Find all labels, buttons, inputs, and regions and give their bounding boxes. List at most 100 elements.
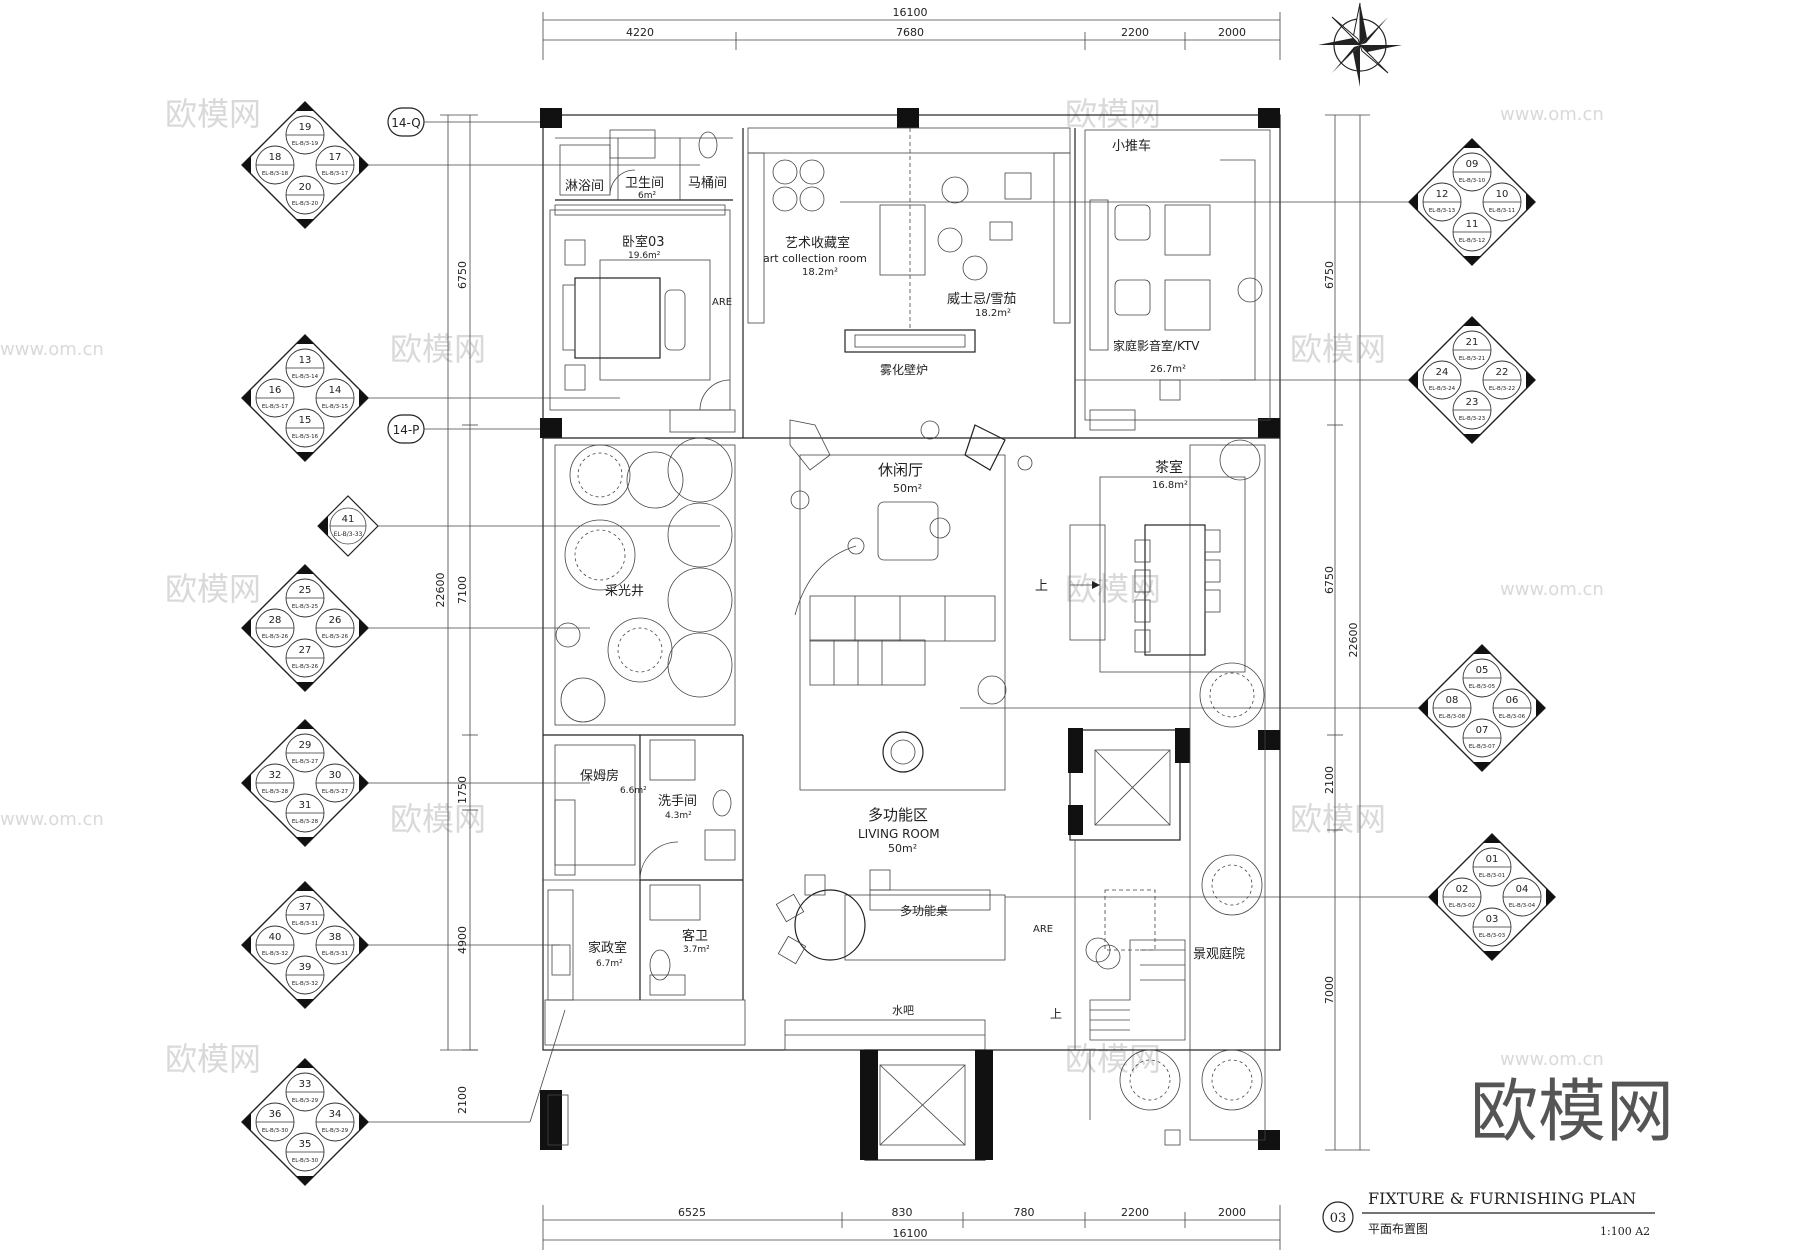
label-multi-table: 多功能桌: [900, 904, 948, 918]
index-number: 33: [299, 1079, 312, 1090]
label-living-area: 50m²: [888, 842, 917, 855]
index-ref: EL-B/3-29: [292, 1098, 319, 1104]
index-number: 13: [299, 355, 312, 366]
dim-left-2: 7100: [456, 576, 469, 604]
label-toilet-room: 马桶间: [688, 176, 727, 191]
index-ref: EL-B/3-26: [322, 634, 349, 640]
label-art-room-en: art collection room: [763, 252, 867, 265]
label-bar: 水吧: [892, 1004, 914, 1017]
dim-top-3: 2200: [1121, 26, 1149, 39]
watermark: 欧模网: [1065, 95, 1161, 133]
dim-left-3: 1750: [456, 776, 469, 804]
index-ref: EL-B/3-24: [1429, 386, 1456, 392]
index-number: 09: [1466, 159, 1479, 170]
index-ref: EL-B/3-17: [262, 404, 289, 410]
index-number: 32: [269, 770, 282, 781]
index-ref: EL-B/3-27: [292, 759, 319, 765]
label-art-room-area: 18.2m²: [802, 267, 838, 278]
dim-bottom-3: 780: [1014, 1206, 1035, 1219]
label-bedroom-area: 19.6m²: [628, 251, 661, 261]
label-whisky-area: 18.2m²: [975, 308, 1011, 319]
grid-axis-14-q: 14-Q: [387, 107, 543, 137]
index-ref: EL-B/3-20: [292, 201, 319, 207]
dim-right-4: 7000: [1323, 976, 1336, 1004]
index-ref: EL-B/3-10: [1459, 178, 1486, 184]
index-ref: EL-B/3-02: [1449, 903, 1475, 909]
dim-right-total: 22600: [1347, 623, 1360, 658]
title-scale: 1:100 A2: [1600, 1225, 1650, 1238]
watermark: 欧模网: [390, 800, 486, 838]
label-up-tea: 上: [1035, 579, 1048, 594]
watermark: 欧模网: [1290, 330, 1386, 368]
label-lightwell: 采光井: [605, 584, 644, 599]
elevator-right: [1068, 728, 1190, 841]
label-washroom-area: 4.3m²: [665, 811, 692, 821]
title-number: 03: [1330, 1211, 1347, 1226]
label-lounge-area: 50m²: [893, 482, 922, 495]
index-number: 17: [329, 152, 342, 163]
label-living: 多功能区: [868, 806, 928, 824]
index-number: 37: [299, 902, 312, 913]
index-ref: EL-B/3-18: [262, 171, 289, 177]
dim-bottom-total: 16100: [893, 1227, 928, 1240]
index-41-number: 41: [342, 514, 355, 525]
title-subtitle: 平面布置图: [1368, 1222, 1428, 1236]
index-number: 11: [1466, 219, 1479, 230]
index-number: 04: [1516, 884, 1529, 895]
index-ref: EL-B/3-06: [1499, 714, 1526, 720]
dim-top-2: 7680: [896, 26, 924, 39]
title-text: FIXTURE & FURNISHING PLAN: [1368, 1189, 1636, 1208]
index-ref: EL-B/3-15: [322, 404, 349, 410]
index-ref: EL-B/3-13: [1429, 208, 1456, 214]
watermark: 欧模网: [1065, 1040, 1161, 1078]
index-symbol: 19EL-B/3-1918EL-B/3-1817EL-B/3-1720EL-B/…: [241, 101, 369, 229]
dim-bottom-1: 6525: [678, 1206, 706, 1219]
watermark-url: www.om.cn: [0, 809, 104, 830]
index-number: 06: [1506, 695, 1519, 706]
elevator-bottom: [860, 1049, 993, 1161]
lounge-furniture: [789, 419, 1033, 791]
label-cart: 小推车: [1112, 138, 1151, 154]
index-number: 07: [1476, 725, 1489, 736]
index-number: 23: [1466, 397, 1479, 408]
index-symbols: 19EL-B/3-1918EL-B/3-1817EL-B/3-1720EL-B/…: [241, 101, 1556, 1186]
dim-bottom-2: 830: [892, 1206, 913, 1219]
label-bathroom: 卫生间: [625, 176, 664, 191]
stair-garden: [1074, 439, 1266, 1146]
watermark-url: www.om.cn: [1500, 1049, 1604, 1070]
index-number: 28: [269, 615, 282, 626]
index-number: 22: [1496, 367, 1509, 378]
index-number: 38: [329, 932, 342, 943]
index-symbol: 05EL-B/3-0508EL-B/3-0806EL-B/3-0607EL-B/…: [1418, 644, 1546, 772]
label-nanny-area: 6.6m²: [620, 786, 647, 796]
index-number: 05: [1476, 665, 1489, 676]
svg-text:14-P: 14-P: [393, 423, 420, 437]
index-number: 30: [329, 770, 342, 781]
index-number: 34: [329, 1109, 342, 1120]
index-number: 27: [299, 645, 312, 656]
dim-left-4: 4900: [456, 926, 469, 954]
index-ref: EL-B/3-01: [1479, 873, 1505, 879]
label-guest-bath-area: 3.7m²: [683, 945, 710, 955]
index-ref: EL-B/3-30: [262, 1128, 289, 1134]
label-washroom: 洗手间: [658, 794, 697, 809]
index-ref: EL-B/3-31: [292, 921, 318, 927]
index-number: 10: [1496, 189, 1509, 200]
tea-room-furniture: [1069, 476, 1246, 673]
dim-left-5: 2100: [456, 1086, 469, 1114]
watermark: 欧模网: [165, 95, 261, 133]
lightwell-trees: [554, 437, 736, 726]
index-ref: EL-B/3-25: [292, 604, 319, 610]
index-number: 19: [299, 122, 312, 133]
index-number: 36: [269, 1109, 282, 1120]
index-ref: EL-B/3-32: [292, 981, 318, 987]
dim-bottom-5: 2000: [1218, 1206, 1246, 1219]
dim-left-1: 6750: [456, 261, 469, 289]
dim-left-total: 22600: [434, 573, 447, 608]
label-lounge: 休闲厅: [878, 461, 923, 479]
index-number: 29: [299, 740, 312, 751]
index-symbol: 29EL-B/3-2732EL-B/3-2830EL-B/3-2731EL-B/…: [241, 719, 369, 847]
multi-table: [775, 869, 1006, 1051]
index-symbol-41: 41 EL-B/3-33: [317, 495, 379, 557]
label-laundry-area: 6.7m²: [596, 959, 623, 969]
